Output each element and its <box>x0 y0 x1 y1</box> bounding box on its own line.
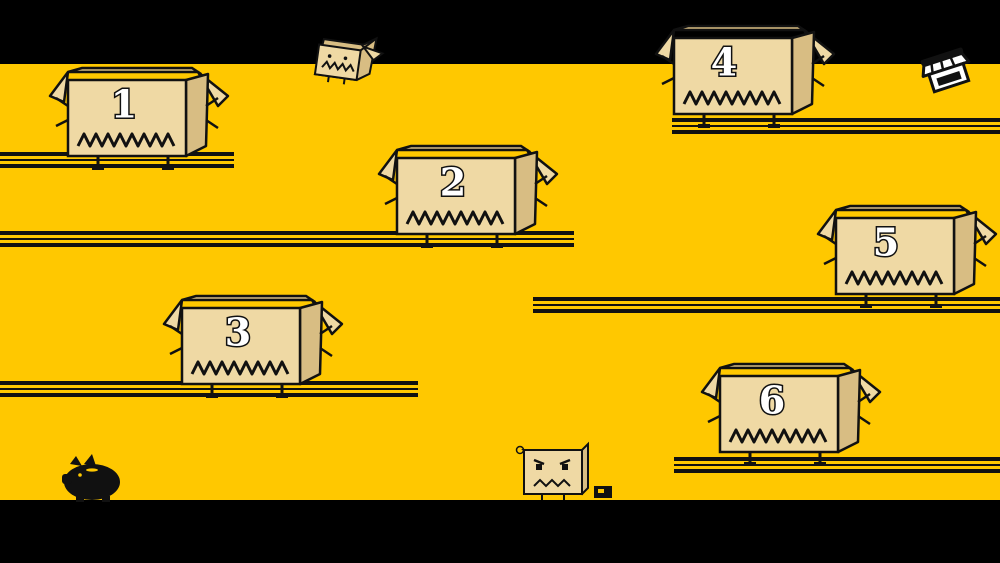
platform-ledge-5 <box>533 297 1000 313</box>
level-6-box[interactable]: 6 <box>700 362 882 468</box>
level-6-number: 6 <box>759 378 785 423</box>
level-4-number: 4 <box>711 40 737 85</box>
piggy-bank-icon[interactable] <box>62 454 120 502</box>
shop-stall-icon[interactable] <box>918 46 974 94</box>
level-4-box[interactable]: 4 <box>654 24 836 130</box>
platform-ledge-6 <box>674 457 1000 473</box>
level-3-number: 3 <box>225 310 251 355</box>
level-1-number: 1 <box>111 82 137 127</box>
flying-box-creature <box>313 36 385 85</box>
level-2-box[interactable]: 2 <box>377 144 559 250</box>
level-2-number: 2 <box>440 160 466 205</box>
platform-ledge-2 <box>0 231 574 247</box>
box-hero-character <box>515 441 612 500</box>
level-3-box[interactable]: 3 <box>162 294 344 400</box>
platform-ledge-4 <box>672 118 1000 134</box>
level-5-number: 5 <box>873 220 899 265</box>
level-1-box[interactable]: 1 <box>48 66 230 172</box>
level-5-box[interactable]: 5 <box>816 204 998 310</box>
bottom-letterbox-bar <box>0 500 1000 563</box>
